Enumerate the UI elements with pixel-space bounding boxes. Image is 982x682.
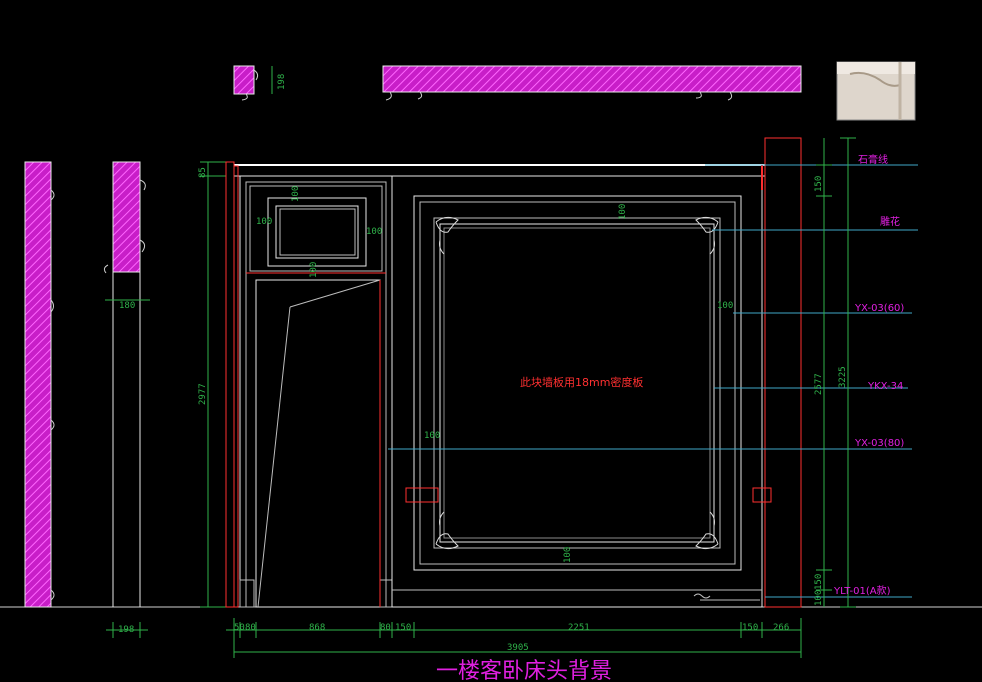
- dim-top-small: 85: [198, 167, 208, 178]
- dim-b4: 80: [380, 623, 391, 633]
- left-height-dim: 85 2977: [198, 161, 226, 608]
- dim-bottom-small: 100: [814, 590, 824, 606]
- right-height-dims: [816, 137, 856, 608]
- dim-section-bottom: 198: [118, 625, 134, 635]
- dim-b6: 2251: [568, 623, 590, 633]
- corner-carving-icon: [435, 216, 719, 550]
- dim-b1: 50: [234, 623, 245, 633]
- panel-material-note: 此块墙板用18mm密度板: [520, 375, 643, 389]
- dim-section-width: 180: [119, 301, 135, 311]
- dim-bottom-piece: 150: [814, 574, 824, 590]
- callout-ykx34: YKX-34: [867, 381, 903, 392]
- callout-yx03-60: YX-03(60): [854, 303, 904, 314]
- dim-panel-left: 100: [424, 431, 440, 441]
- dim-b3: 868: [309, 623, 325, 633]
- dim-b8: 266: [773, 623, 789, 633]
- dim-cornice-height: 198: [277, 74, 287, 90]
- side-section-left: [24, 161, 55, 608]
- dim-window-width: 100: [291, 186, 301, 202]
- cornice-profile-small: 198: [233, 65, 287, 101]
- leader-lines: [388, 164, 918, 598]
- callout-carving: 雕花: [880, 215, 900, 228]
- dim-total: 3905: [507, 643, 529, 653]
- dim-b5: 150: [395, 623, 411, 633]
- reference-photo-thumbnail: [836, 61, 916, 121]
- dim-panel-side: 100: [717, 301, 733, 311]
- callout-ylt01: YLT-01(A款): [833, 584, 891, 597]
- dim-panel-top: 100: [618, 204, 628, 220]
- cornice-profile-long: [382, 65, 802, 101]
- bottom-dim-chain: [226, 618, 802, 658]
- callout-plaster-line: 石膏线: [858, 153, 888, 166]
- dim-top-piece: 150: [814, 176, 824, 192]
- drawing-title: 一楼客卧床头背景: [436, 659, 612, 682]
- dim-window-right: 100: [366, 227, 382, 237]
- dim-b2: 80: [245, 623, 256, 633]
- dim-left-height: 2977: [198, 383, 208, 405]
- elevation-wall: [225, 137, 802, 608]
- side-section-cornice: 180: [103, 161, 150, 607]
- dim-right-total: 3225: [838, 366, 848, 388]
- dim-b7: 150: [742, 623, 758, 633]
- dim-panel-bottom: 100: [563, 547, 573, 563]
- dim-window-bottom: 100: [309, 262, 319, 278]
- dim-right-main: 2577: [814, 373, 824, 395]
- dim-window-left: 100: [256, 217, 272, 227]
- callout-yx03-80: YX-03(80): [854, 438, 904, 449]
